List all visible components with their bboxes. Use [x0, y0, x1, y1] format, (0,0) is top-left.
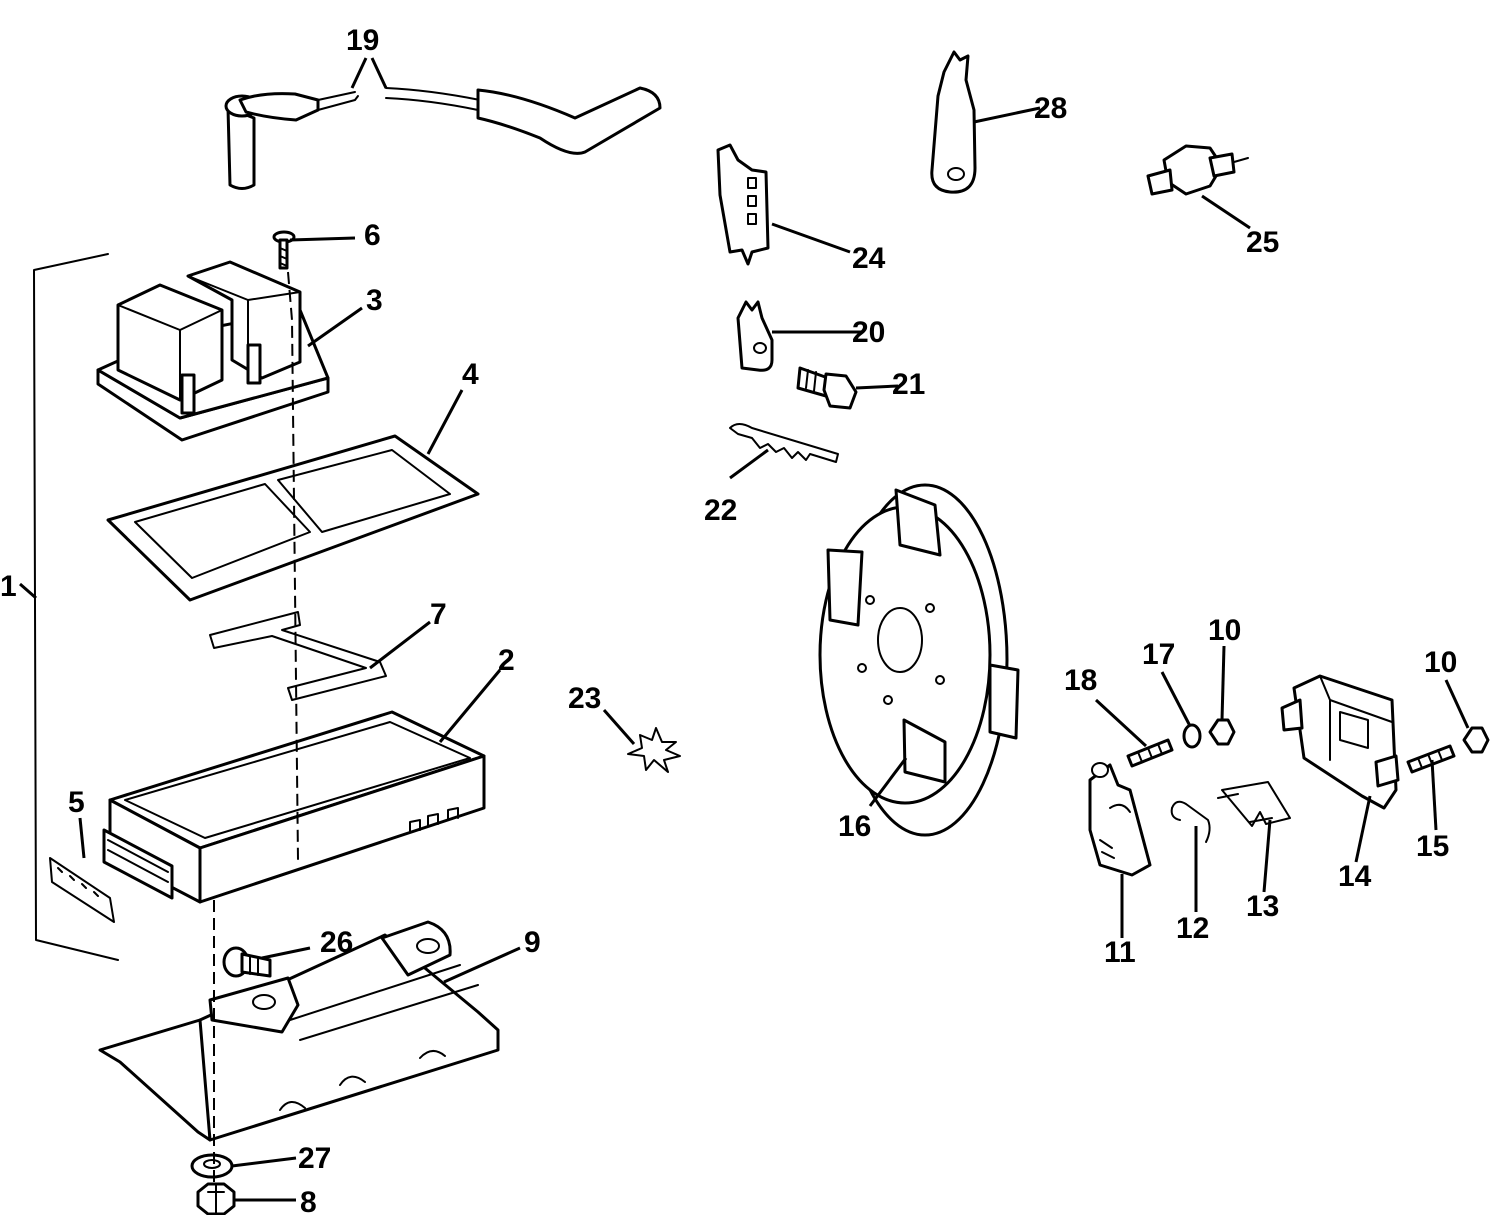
- sensor-switch: [1088, 762, 1152, 877]
- bracket-plate: [209, 611, 387, 701]
- connector-strip: [49, 857, 115, 923]
- label-19: 19: [346, 24, 379, 57]
- gasket: [106, 434, 480, 602]
- bolt: [222, 946, 272, 978]
- spark-plug-wire: [224, 57, 662, 190]
- spring-clip: [729, 423, 839, 463]
- hex-nut-a: [1208, 718, 1236, 746]
- nut: [196, 1182, 236, 1215]
- label-14: 14: [1338, 860, 1372, 893]
- terminal-small: [736, 300, 774, 372]
- label-21: 21: [892, 368, 925, 401]
- spring-hook: [1170, 800, 1211, 843]
- label-2: 2: [498, 644, 515, 677]
- label-13: 13: [1246, 890, 1279, 923]
- callout-labels: 1 2 3 4 5 6 7 8 9 10 10 11 12 13 14 15 1…: [0, 24, 1457, 1215]
- hex-nut-b: [1462, 726, 1490, 754]
- label-16: 16: [838, 810, 871, 843]
- label-10b: 10: [1424, 646, 1457, 679]
- screw: [272, 230, 296, 270]
- label-9: 9: [524, 926, 541, 959]
- mounting-bracket: [98, 920, 500, 1142]
- leader-lines: [19, 106, 1470, 1202]
- label-23: 23: [568, 682, 601, 715]
- housing-cover: [1280, 674, 1400, 810]
- label-4: 4: [462, 358, 479, 391]
- label-7: 7: [430, 598, 447, 631]
- label-27: 27: [298, 1142, 331, 1175]
- small-washer: [1182, 723, 1202, 749]
- label-12: 12: [1176, 912, 1209, 945]
- trigger-wheel: [818, 483, 1020, 837]
- small-bracket: [1217, 781, 1291, 827]
- hex-bolt: [796, 366, 858, 410]
- label-1: 1: [0, 570, 17, 603]
- label-3: 3: [366, 284, 383, 317]
- label-25: 25: [1246, 226, 1279, 259]
- label-6: 6: [364, 219, 381, 252]
- connector-block: [716, 143, 770, 266]
- label-20: 20: [852, 316, 885, 349]
- stud: [1126, 738, 1174, 768]
- label-11: 11: [1104, 936, 1136, 969]
- label-17: 17: [1142, 638, 1175, 671]
- label-15: 15: [1416, 830, 1449, 863]
- label-22: 22: [704, 494, 737, 527]
- stud-long: [1406, 744, 1456, 774]
- assembly-bracket-line: [33, 253, 119, 961]
- label-24: 24: [852, 242, 886, 275]
- ignition-coil: [96, 260, 330, 442]
- label-10a: 10: [1208, 614, 1241, 647]
- washer: [190, 1153, 234, 1179]
- terminal-large: [930, 50, 977, 194]
- label-8: 8: [300, 1186, 317, 1215]
- label-5: 5: [68, 786, 85, 819]
- label-18: 18: [1064, 664, 1097, 697]
- control-module: [102, 710, 486, 904]
- star-washer: [627, 727, 681, 773]
- temperature-sender: [1146, 144, 1249, 196]
- label-28: 28: [1034, 92, 1067, 125]
- label-26: 26: [320, 926, 353, 959]
